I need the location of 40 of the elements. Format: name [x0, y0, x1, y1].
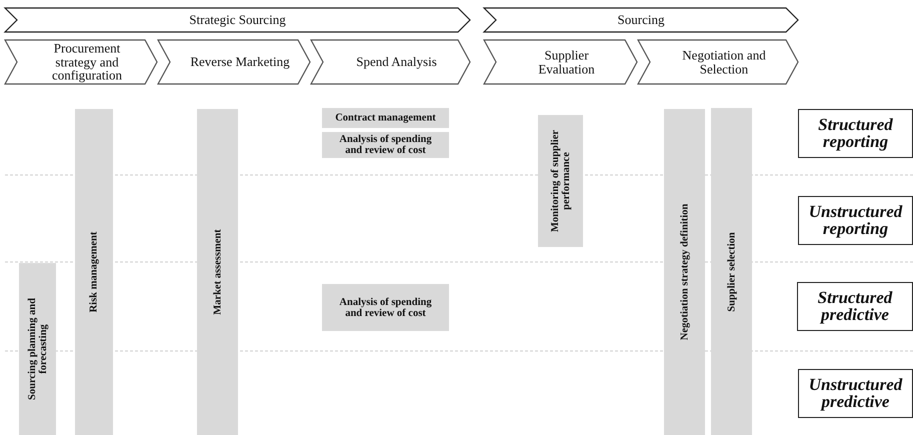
activity-bar	[322, 132, 449, 158]
category-box	[798, 109, 913, 158]
category-box	[798, 369, 913, 418]
activity-bar	[322, 284, 449, 331]
activity-bar	[197, 109, 238, 435]
label-text: Supplier Evaluation	[537, 48, 596, 76]
process-stage	[484, 40, 637, 84]
label-text: Structured predictive	[816, 288, 894, 324]
label-text: Spend Analysis	[355, 55, 438, 69]
activity-bar	[75, 109, 113, 435]
category-box	[797, 282, 913, 331]
label-text: Sourcing	[616, 13, 666, 27]
label-text: Strategic Sourcing	[188, 13, 287, 27]
label-text: Monitoring of supplier performance	[549, 128, 572, 234]
process-stage	[158, 40, 310, 84]
activity-bar	[538, 115, 583, 247]
process-stage	[484, 8, 798, 32]
label-text: Market assessment	[212, 228, 223, 317]
label-text: Analysis of spending and review of cost	[338, 296, 433, 319]
label-text: Contract management	[334, 112, 437, 124]
label-text: Negotiation and Selection	[681, 48, 767, 76]
label-text: Risk management	[88, 230, 100, 314]
label-text: Reverse Marketing	[189, 55, 291, 69]
activity-bar	[664, 109, 705, 435]
label-text: Supplier selection	[726, 230, 737, 314]
activity-bar	[19, 263, 56, 435]
process-stage	[638, 40, 798, 84]
activity-bar	[322, 108, 449, 128]
label-text: Negotiation strategy definition	[679, 202, 690, 342]
label-text: Analysis of spending and review of cost	[338, 134, 433, 156]
category-box	[798, 196, 913, 245]
process-stage	[5, 8, 470, 32]
label-text: Structured reporting	[817, 116, 894, 152]
label-text: Unstructured reporting	[808, 202, 904, 238]
process-stage	[5, 40, 157, 84]
activity-bar	[711, 108, 752, 435]
label-text: Sourcing planning and forecasting	[26, 297, 49, 402]
label-text: Unstructured predictive	[808, 376, 904, 412]
label-text: Procurement strategy and configuration	[50, 42, 124, 82]
process-stage	[311, 40, 470, 84]
